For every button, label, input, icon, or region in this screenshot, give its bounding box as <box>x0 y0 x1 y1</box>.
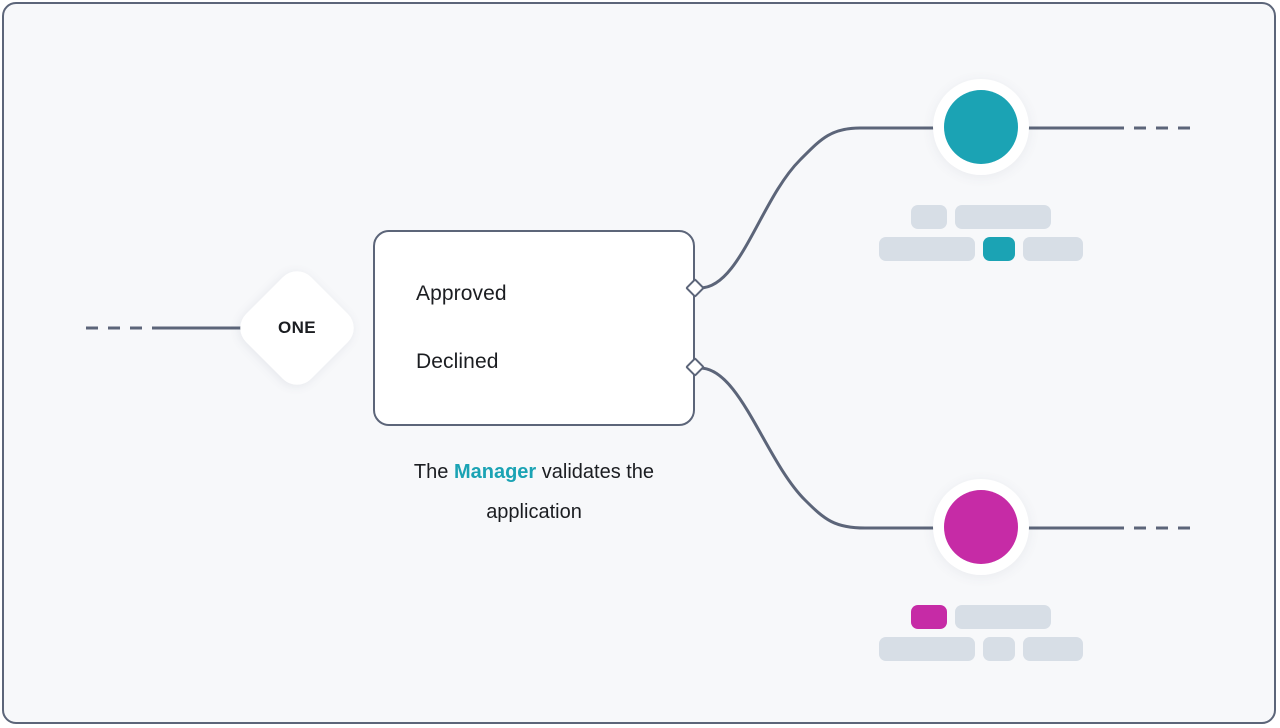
caption-accent-role: Manager <box>453 461 537 483</box>
skeleton-bar <box>879 637 975 661</box>
start-node-label: ONE <box>277 318 317 337</box>
avatar-ring-approved <box>933 79 1029 175</box>
skeleton-group-approved <box>877 205 1085 261</box>
avatar-approved[interactable] <box>944 90 1018 164</box>
caption-prefix: The <box>413 461 454 483</box>
avatar-wrap-declined <box>877 479 1085 575</box>
skeleton-bar-highlight <box>983 237 1015 261</box>
skeleton-row <box>911 605 1051 629</box>
decision-option-approved[interactable]: Approved <box>416 282 507 306</box>
skeleton-bar <box>955 205 1051 229</box>
skeleton-row <box>879 237 1083 261</box>
skeleton-bar-highlight <box>911 605 947 629</box>
avatar-ring-declined <box>933 479 1029 575</box>
caption-suffix: validates the application <box>486 461 655 523</box>
skeleton-bar <box>879 237 975 261</box>
avatar-declined[interactable] <box>944 490 1018 564</box>
outcome-node-approved[interactable] <box>877 79 1085 261</box>
skeleton-row <box>879 637 1083 661</box>
skeleton-bar <box>1023 237 1083 261</box>
decision-option-declined[interactable]: Declined <box>416 350 499 374</box>
decision-card-caption: The Manager validates the application <box>374 452 694 532</box>
skeleton-row <box>911 205 1051 229</box>
skeleton-bar <box>955 605 1051 629</box>
skeleton-bar <box>911 205 947 229</box>
skeleton-bar <box>983 637 1015 661</box>
avatar-wrap-approved <box>877 79 1085 175</box>
skeleton-bar <box>1023 637 1083 661</box>
outcome-node-declined[interactable] <box>877 479 1085 661</box>
skeleton-group-declined <box>877 605 1085 661</box>
decision-card[interactable]: Approved Declined <box>373 230 695 426</box>
